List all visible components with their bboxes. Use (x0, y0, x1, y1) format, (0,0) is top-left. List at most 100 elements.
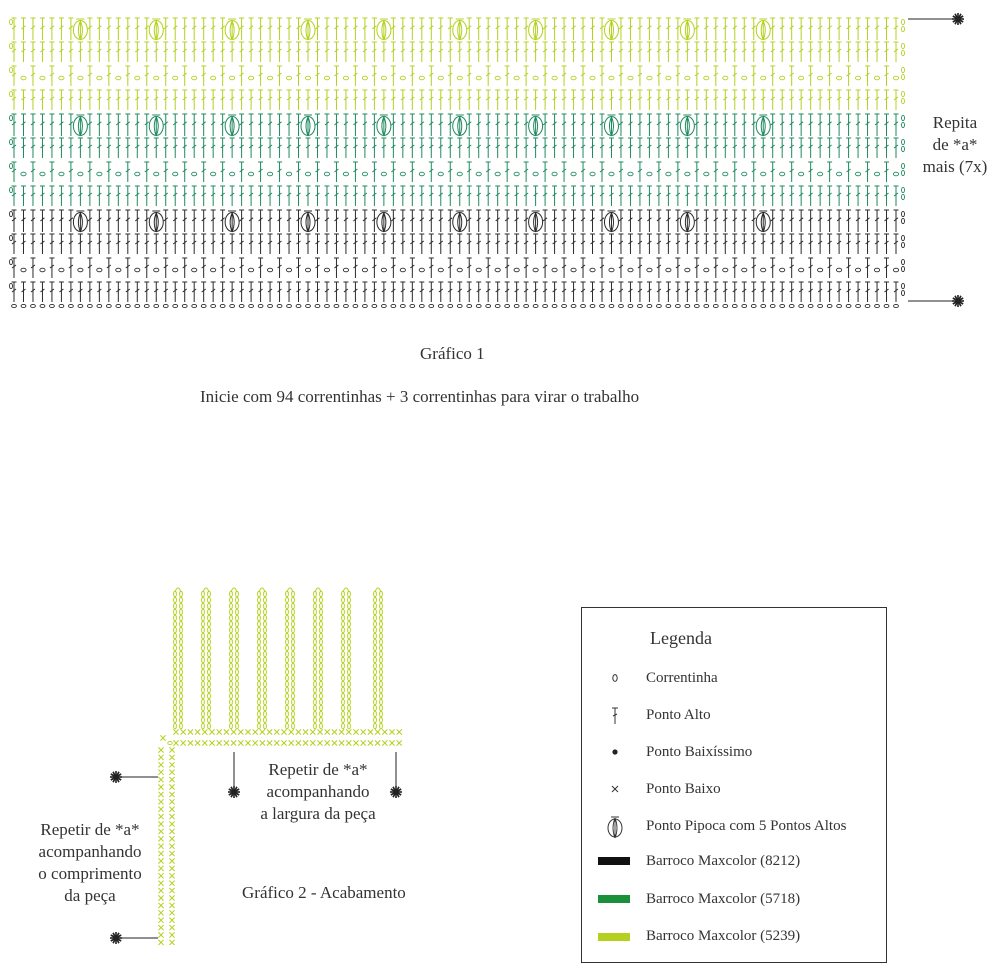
double-crochet-stitch (163, 17, 169, 40)
double-crochet-stitch (694, 233, 700, 254)
single-crochet-stitch (259, 740, 266, 746)
double-crochet-stitch (646, 113, 652, 136)
double-crochet-stitch (485, 185, 491, 206)
double-crochet-stitch (485, 41, 491, 62)
double-crochet-stitch (817, 185, 823, 206)
double-crochet-stitch (855, 281, 861, 302)
double-crochet-stitch (542, 209, 548, 232)
double-crochet-stitch (665, 209, 671, 232)
double-crochet-stitch (646, 17, 652, 40)
double-crochet-stitch (523, 257, 529, 278)
double-crochet-stitch (106, 137, 112, 158)
double-crochet-stitch (201, 89, 207, 110)
chain-stitch (589, 171, 596, 177)
chain-stitch (39, 267, 46, 273)
double-crochet-stitch (438, 281, 444, 302)
chain-stitch (551, 267, 558, 273)
double-crochet-stitch (523, 41, 529, 62)
double-crochet-stitch (201, 41, 207, 62)
double-crochet-stitch (343, 209, 349, 232)
fringe-chain-loop (201, 587, 211, 730)
double-crochet-stitch (703, 41, 709, 62)
double-crochet-stitch (618, 89, 624, 110)
chain-stitch (513, 171, 520, 177)
chain-stitch (769, 303, 776, 309)
double-crochet-stitch (684, 281, 690, 302)
double-crochet-stitch (846, 185, 852, 206)
chain-stitch (901, 234, 905, 242)
double-crochet-stitch (96, 209, 102, 232)
double-crochet-stitch (115, 209, 121, 232)
chain-stitch (381, 303, 387, 309)
double-crochet-stitch (11, 89, 17, 110)
double-crochet-stitch (846, 65, 852, 86)
double-crochet-stitch (229, 137, 235, 158)
chain-stitch (798, 75, 805, 81)
double-crochet-stitch (713, 137, 719, 158)
chain-stitch (361, 75, 368, 81)
chain-stitch (892, 171, 900, 177)
chain-stitch (305, 303, 311, 309)
single-crochet-stitch (223, 740, 230, 746)
double-crochet-stitch (447, 209, 453, 232)
chain-stitch (9, 66, 13, 74)
chain-stitch (826, 303, 833, 309)
chain-stitch (342, 267, 349, 273)
chain-stitch (901, 114, 905, 122)
double-crochet-stitch (789, 41, 795, 62)
double-crochet-stitch (893, 41, 899, 62)
double-crochet-stitch (125, 209, 131, 232)
double-crochet-stitch (277, 89, 283, 110)
double-crochet-stitch (400, 41, 406, 62)
double-crochet-stitch (172, 281, 178, 302)
double-crochet-stitch (11, 185, 17, 206)
chain-stitch (285, 75, 293, 81)
double-crochet-stitch (39, 17, 45, 40)
double-crochet-stitch (884, 17, 890, 40)
double-crochet-stitch (409, 257, 415, 278)
double-crochet-stitch (703, 113, 709, 136)
double-crochet-stitch (49, 233, 55, 254)
double-crochet-stitch (314, 233, 320, 254)
double-crochet-stitch (248, 17, 254, 40)
chain-stitch (513, 303, 520, 309)
double-crochet-stitch (656, 161, 662, 182)
single-crochet-stitch (169, 835, 175, 842)
chart2-repeat-markers (110, 752, 402, 944)
double-crochet-stitch (96, 113, 102, 136)
chain-stitch (817, 171, 824, 177)
double-crochet-stitch (77, 41, 83, 62)
double-crochet-stitch (144, 113, 150, 136)
chain-stitch (342, 75, 349, 81)
double-crochet-stitch (239, 113, 245, 136)
single-crochet-stitch (158, 798, 164, 805)
double-crochet-stitch (277, 233, 283, 254)
double-crochet-stitch (314, 137, 320, 158)
chain-icon (602, 670, 628, 691)
double-crochet-stitch (618, 137, 624, 158)
double-crochet-stitch (618, 113, 624, 136)
chain-stitch (58, 75, 65, 81)
popcorn-stitch (755, 210, 771, 233)
double-crochet-stitch (637, 113, 643, 136)
chain-stitch (418, 75, 425, 81)
double-crochet-stitch (694, 257, 700, 278)
double-crochet-stitch (125, 89, 131, 110)
double-crochet-stitch (836, 281, 842, 302)
double-crochet-stitch (874, 281, 880, 302)
chain-stitch (665, 75, 672, 81)
single-crochet-stitch (259, 729, 266, 735)
single-crochet-stitch (381, 729, 388, 735)
double-crochet-stitch (817, 281, 823, 302)
double-crochet-stitch (201, 233, 207, 254)
double-crochet-stitch (827, 113, 833, 136)
double-crochet-stitch (267, 137, 273, 158)
double-crochet-stitch (865, 89, 871, 110)
double-crochet-stitch (286, 209, 292, 232)
double-crochet-stitch (703, 233, 709, 254)
double-crochet-stitch (684, 41, 690, 62)
double-crochet-stitch (732, 65, 738, 86)
chain-stitch (229, 267, 236, 273)
double-crochet-stitch (552, 89, 558, 110)
